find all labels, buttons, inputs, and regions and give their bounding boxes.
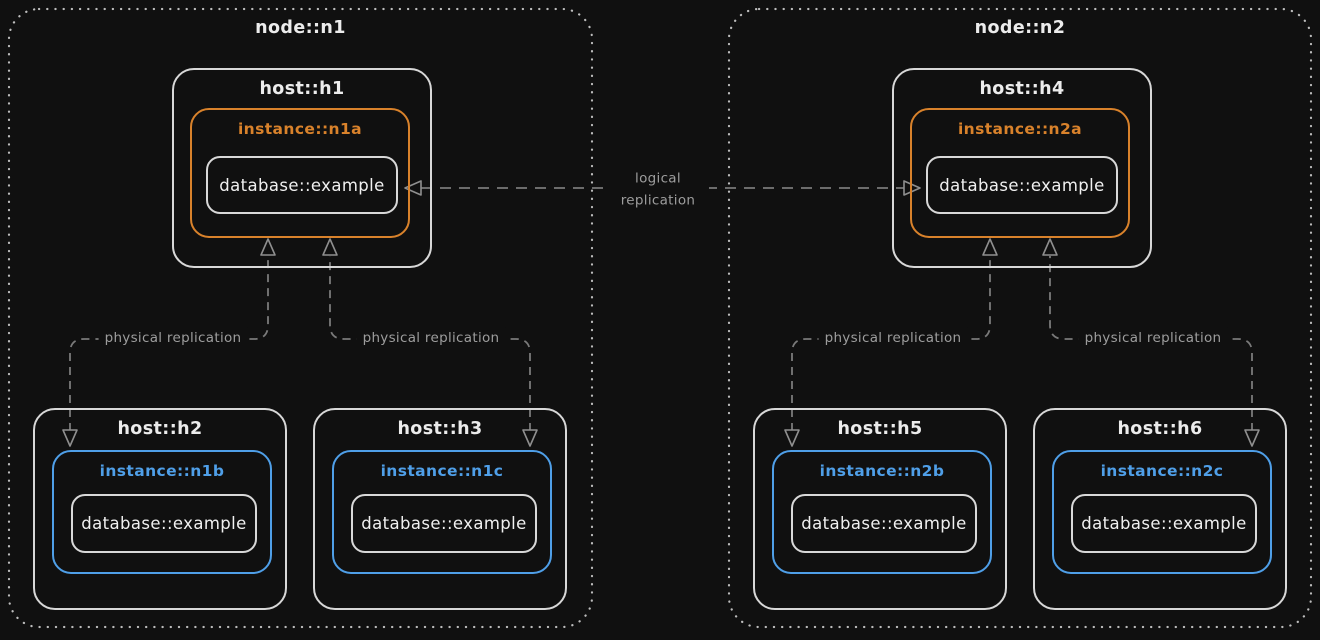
database-h1-label: database::example	[219, 175, 385, 195]
node-n2: node::n2	[728, 8, 1312, 628]
host-h5: host::h5 instance::n2b database::example	[753, 408, 1007, 610]
instance-n2c: instance::n2c database::example	[1052, 450, 1272, 574]
physical-replication-label-4: physical replication	[1078, 327, 1228, 351]
node-n2-label: node::n2	[974, 18, 1066, 38]
database-h1: database::example	[206, 156, 398, 214]
database-h5-label: database::example	[801, 514, 967, 533]
instance-n1c-label: instance::n1c	[380, 462, 504, 480]
host-h1: host::h1 instance::n1a database::example	[172, 68, 432, 268]
host-h3: host::h3 instance::n1c database::example	[313, 408, 567, 610]
arrowhead-left-icon	[404, 180, 422, 196]
database-h6: database::example	[1071, 494, 1257, 553]
arrowhead-up-icon	[322, 238, 338, 256]
physical-replication-label-1: physical replication	[98, 327, 248, 351]
database-h4: database::example	[926, 156, 1118, 214]
physical-replication-label-3: physical replication	[818, 327, 968, 351]
database-h3: database::example	[351, 494, 537, 553]
arrowhead-down-icon	[784, 429, 800, 447]
instance-n1c: instance::n1c database::example	[332, 450, 552, 574]
instance-n1b-label: instance::n1b	[99, 462, 225, 480]
host-h6-label: host::h6	[1117, 419, 1203, 439]
database-h2: database::example	[71, 494, 257, 553]
arrowhead-up-icon	[982, 238, 998, 256]
arrowhead-up-icon	[260, 238, 276, 256]
host-h4: host::h4 instance::n2a database::example	[892, 68, 1152, 268]
arrowhead-down-icon	[62, 429, 78, 447]
arrowhead-down-icon	[1244, 429, 1260, 447]
database-h4-label: database::example	[939, 175, 1105, 195]
arrowhead-down-icon	[522, 429, 538, 447]
node-n1: node::n1	[8, 8, 593, 628]
node-n2-border	[727, 7, 1313, 629]
instance-n2c-label: instance::n2c	[1100, 462, 1224, 480]
instance-n2b-label: instance::n2b	[819, 462, 945, 480]
host-h1-label: host::h1	[259, 79, 345, 99]
arrowhead-right-icon	[903, 180, 921, 196]
instance-n2b: instance::n2b database::example	[772, 450, 992, 574]
database-h6-label: database::example	[1081, 514, 1247, 533]
logical-replication-label: logical replication	[607, 166, 709, 214]
node-n1-border	[7, 7, 594, 629]
instance-n1b: instance::n1b database::example	[52, 450, 272, 574]
database-h3-label: database::example	[361, 514, 527, 533]
instance-n1a-label: instance::n1a	[237, 120, 363, 138]
host-h3-label: host::h3	[397, 419, 483, 439]
host-h2-label: host::h2	[117, 419, 203, 439]
host-h4-label: host::h4	[979, 79, 1065, 99]
instance-n2a: instance::n2a database::example	[910, 108, 1130, 238]
instance-n2a-label: instance::n2a	[957, 120, 1083, 138]
database-h2-label: database::example	[81, 514, 247, 533]
physical-replication-label-2: physical replication	[356, 327, 506, 351]
host-h6: host::h6 instance::n2c database::example	[1033, 408, 1287, 610]
node-n1-label: node::n1	[255, 18, 346, 38]
database-h5: database::example	[791, 494, 977, 553]
instance-n1a: instance::n1a database::example	[190, 108, 410, 238]
host-h2: host::h2 instance::n1b database::example	[33, 408, 287, 610]
host-h5-label: host::h5	[837, 419, 923, 439]
arrowhead-up-icon	[1042, 238, 1058, 256]
